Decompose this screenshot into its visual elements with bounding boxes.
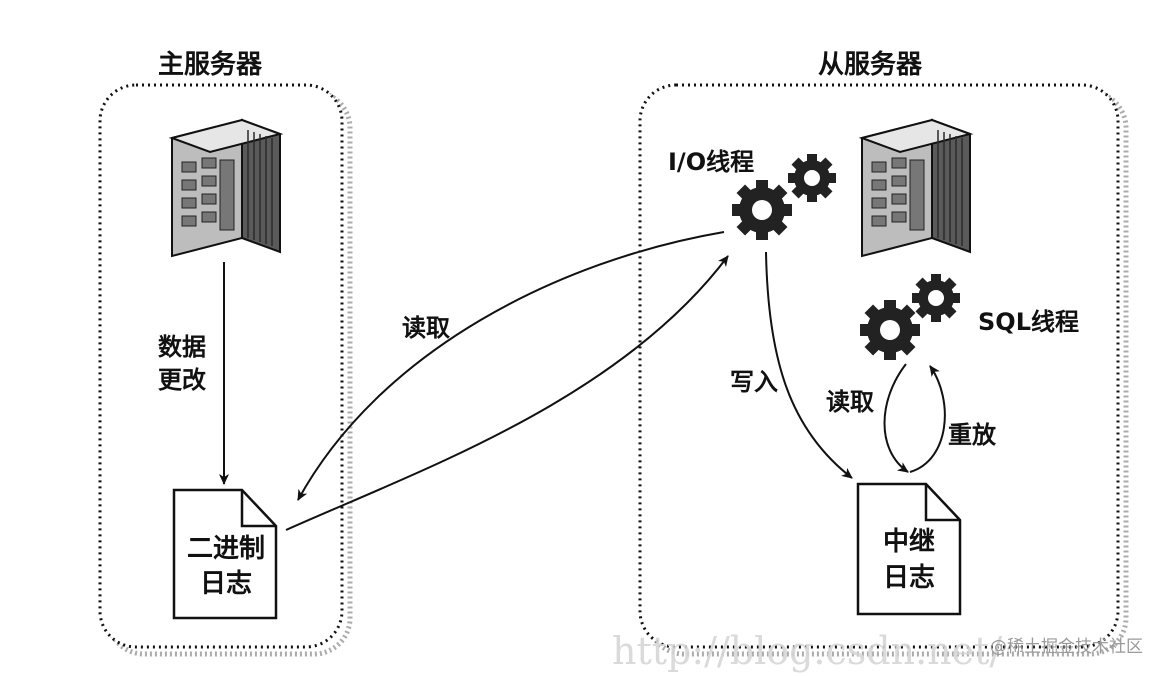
master-server-title: 主服务器: [158, 50, 263, 80]
io-thread-gear-small-icon: [788, 154, 836, 202]
io-thread-gear-large-icon: [732, 180, 792, 240]
binlog-label-1: 二进制: [187, 534, 265, 564]
link-read-label: 读取: [402, 314, 450, 342]
replay-arrow: [909, 365, 946, 473]
relaylog-document: [856, 482, 962, 616]
data-change-label-1: 数据: [158, 333, 206, 361]
relaylog-label-2: 日志: [883, 563, 935, 593]
master-server-icon: [168, 118, 284, 258]
sql-read-arrow: [883, 363, 909, 473]
data-change-label-2: 更改: [158, 366, 206, 394]
slave-server-title: 从服务器: [818, 50, 923, 80]
sql-thread-label: SQL线程: [978, 308, 1079, 336]
credit-watermark: @稀土掘金技术社区: [990, 637, 1143, 657]
url-watermark: http://blog.csdn.net/: [612, 629, 1002, 673]
binlog-read-request-arrow: [297, 231, 725, 501]
master-server-panel: [98, 83, 353, 657]
slave-server-icon: [858, 118, 974, 258]
write-label: 写入: [730, 368, 778, 396]
sql-thread-gear-small-icon: [912, 274, 960, 322]
write-arrow: [765, 251, 853, 479]
binlog-label-2: 日志: [200, 569, 252, 599]
relaylog-label-1: 中继: [883, 526, 935, 557]
sql-read-label: 读取: [826, 388, 874, 416]
io-thread-label: I/O线程: [668, 148, 754, 176]
replay-label: 重放: [948, 421, 997, 449]
binlog-document: [172, 488, 278, 620]
binlog-read-response-arrow: [285, 255, 729, 531]
sql-thread-gear-large-icon: [860, 300, 920, 360]
